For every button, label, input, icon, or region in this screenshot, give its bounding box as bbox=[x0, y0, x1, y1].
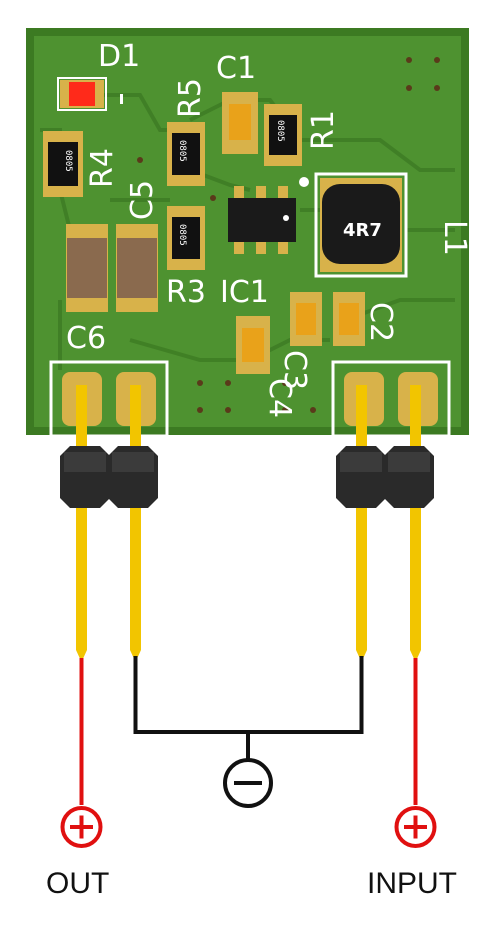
header-left-outline bbox=[49, 360, 169, 438]
led-d1 bbox=[57, 77, 123, 111]
resistor-r1: 0805 bbox=[264, 104, 302, 166]
label-c4: C4 bbox=[262, 378, 297, 418]
label-r4: R4 bbox=[85, 148, 120, 188]
pin-out-minus bbox=[130, 385, 141, 662]
resistor-r4: 0805 bbox=[43, 131, 83, 197]
capacitor-c4 bbox=[236, 316, 270, 374]
chip-ic1 bbox=[228, 186, 296, 254]
label-r1: R1 bbox=[306, 110, 341, 150]
label-r5: R5 bbox=[173, 78, 208, 118]
label-c2: C2 bbox=[363, 302, 398, 342]
label-l1: L1 bbox=[437, 220, 472, 256]
label-c3: C3 bbox=[277, 350, 312, 390]
minus-icon-ground bbox=[223, 758, 273, 808]
capacitor-c2 bbox=[333, 292, 365, 346]
label-d1: D1 bbox=[98, 39, 140, 74]
label-c5: C5 bbox=[125, 180, 160, 220]
plus-icon-input bbox=[394, 806, 437, 848]
resistor-r5: 0805 bbox=[167, 122, 205, 186]
inductor-marking: 4R7 bbox=[343, 220, 382, 241]
capacitor-c1 bbox=[222, 92, 258, 154]
resistor-r3: 0805 bbox=[167, 206, 205, 270]
pin-in-minus bbox=[356, 385, 367, 662]
label-r3: R3 bbox=[166, 275, 206, 310]
label-c1: C1 bbox=[216, 51, 256, 86]
terminal-label-out: OUT bbox=[46, 867, 109, 900]
capacitor-c6 bbox=[66, 224, 108, 312]
pin-out-plus bbox=[76, 385, 87, 662]
r1-marking: 0805 bbox=[275, 120, 285, 142]
negative-wire bbox=[133, 656, 364, 760]
r5-marking: 0805 bbox=[177, 140, 187, 162]
label-ic1: IC1 bbox=[220, 275, 269, 310]
terminal-label-input: INPUT bbox=[367, 867, 457, 900]
header-right-outline bbox=[331, 360, 451, 438]
r3-marking: 0805 bbox=[177, 224, 187, 246]
capacitor-c5 bbox=[116, 224, 158, 312]
r4-marking: 0805 bbox=[63, 150, 73, 172]
inductor-l1: 4R7 bbox=[314, 172, 408, 278]
pin-in-plus bbox=[410, 385, 421, 662]
header-spacers bbox=[60, 446, 434, 508]
positive-wires bbox=[79, 658, 418, 805]
label-c6: C6 bbox=[66, 321, 106, 356]
plus-icon-out bbox=[60, 806, 103, 848]
capacitor-c3 bbox=[290, 292, 322, 346]
